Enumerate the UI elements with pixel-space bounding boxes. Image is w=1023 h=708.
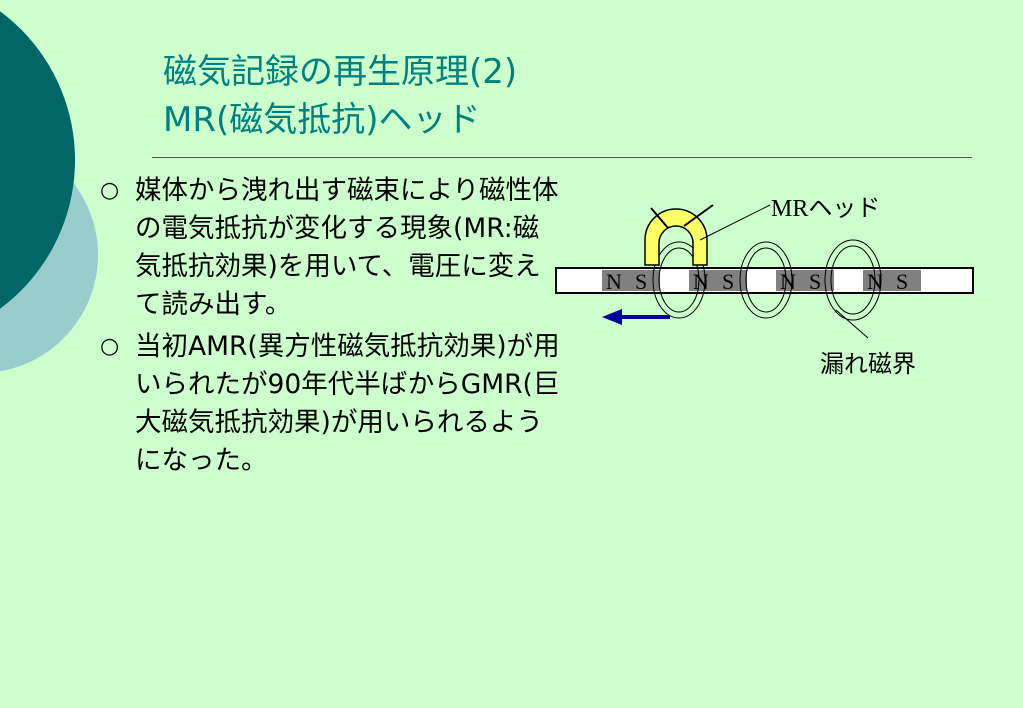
leak-field-label: 漏れ磁界	[820, 350, 916, 378]
title-line-1: 磁気記録の再生原理(2)	[163, 52, 518, 92]
pole-n-label: N	[693, 269, 709, 294]
motion-arrow-icon	[602, 309, 622, 325]
dark-circle-shape	[0, 11, 75, 309]
magnet-block	[602, 270, 660, 291]
bullet-text: 当初AMR(異方性磁気抵抗効果)が用いられたが90年代半ばからGMR(巨大磁気抵…	[135, 331, 560, 476]
magnet-block	[863, 270, 921, 291]
title-divider	[152, 157, 972, 158]
pole-s-label: S	[896, 269, 908, 294]
pole-n-label: N	[606, 269, 622, 294]
bullet-circle-icon: ○	[100, 334, 120, 359]
bullet-list: ○ 媒体から洩れ出す磁束により磁性体の電気抵抗が変化する現象(MR:磁気抵抗効果…	[100, 172, 560, 484]
head-lead-line	[683, 204, 714, 227]
magnet-block	[689, 270, 747, 291]
field-loop	[739, 241, 793, 319]
head-pointer-line	[699, 204, 771, 241]
bullet-text: 媒体から洩れ出す磁束により磁性体の電気抵抗が変化する現象(MR:磁気抵抗効果)を…	[135, 175, 559, 320]
magnet-block	[776, 270, 834, 291]
bullet-item: ○ 当初AMR(異方性磁気抵抗効果)が用いられたが90年代半ばからGMR(巨大磁…	[100, 328, 560, 480]
bullet-item: ○ 媒体から洩れ出す磁束により磁性体の電気抵抗が変化する現象(MR:磁気抵抗効果…	[100, 172, 560, 324]
field-loop	[824, 239, 882, 321]
field-loop	[745, 247, 787, 313]
slide-title: 磁気記録の再生原理(2) MR(磁気抵抗)ヘッド	[163, 48, 517, 144]
bullet-circle-icon: ○	[100, 178, 120, 203]
title-line-2: MR(磁気抵抗)ヘッド	[163, 100, 481, 140]
pole-s-label: S	[809, 269, 821, 294]
pole-n-label: N	[780, 269, 796, 294]
field-loop	[658, 247, 700, 313]
pole-s-label: S	[635, 269, 647, 294]
field-loop	[652, 241, 706, 319]
leak-field-loops	[652, 239, 882, 321]
mr-head-shape	[644, 208, 708, 266]
mr-head-label: MRヘッド	[771, 196, 880, 222]
decorative-circles	[0, 11, 98, 372]
pole-s-label: S	[722, 269, 734, 294]
field-loop	[830, 245, 876, 315]
leak-pointer-line	[835, 309, 869, 339]
head-lead-line	[650, 207, 669, 229]
